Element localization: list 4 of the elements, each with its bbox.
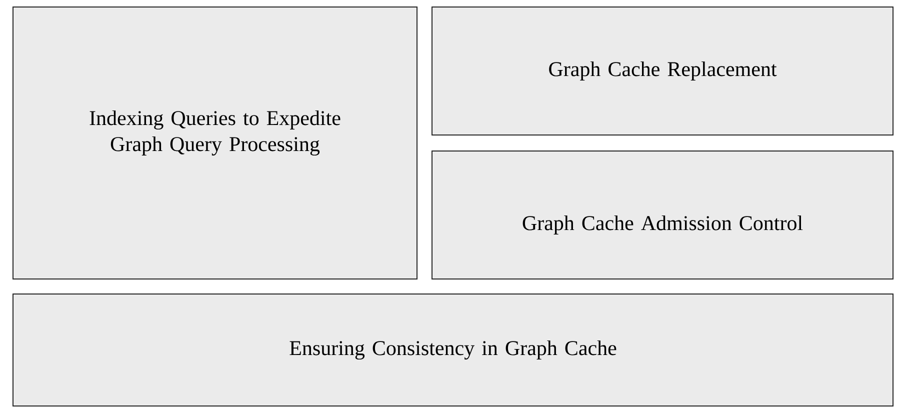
process-box: Indexing Queries to Expedite Graph Query Processing <box>12 6 418 280</box>
process-box: Ensuring Consistency in Graph Cache <box>12 294 894 406</box>
process-box: Graph Cache Admission Control <box>432 150 894 280</box>
process-box: Graph Cache Replacement <box>432 6 894 136</box>
